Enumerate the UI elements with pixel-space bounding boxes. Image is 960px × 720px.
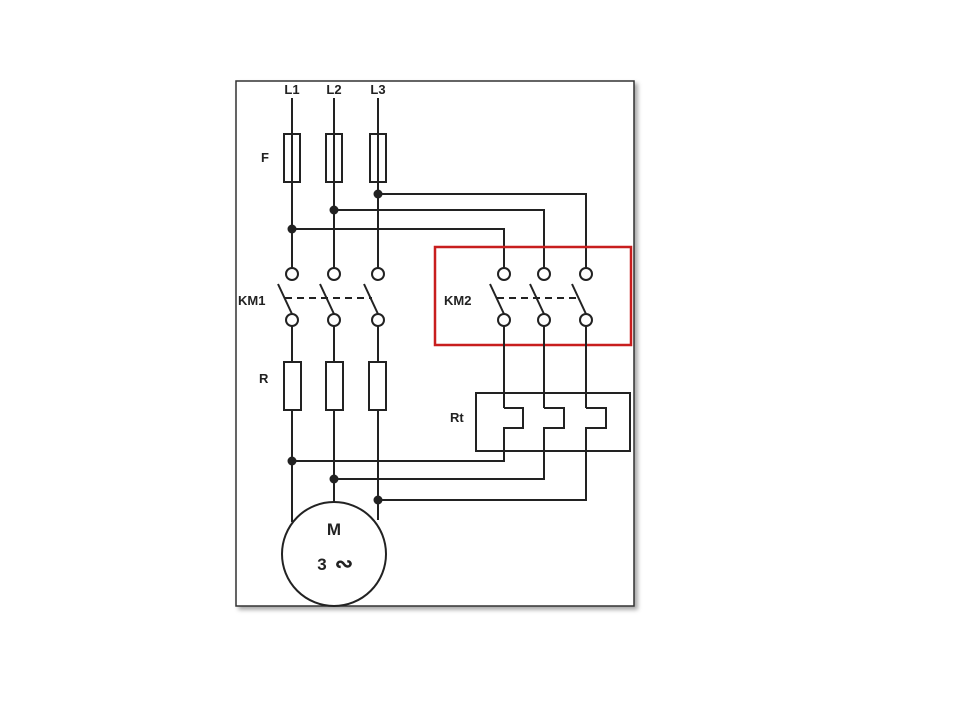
line-label-l2: L2	[326, 82, 341, 97]
line-label-l1: L1	[284, 82, 299, 97]
motor-circle	[281, 501, 387, 607]
fuse-label: F	[261, 150, 269, 165]
resistor-l1	[283, 361, 302, 411]
resistor-l2	[325, 361, 344, 411]
km2-to-relay-wires	[503, 326, 587, 408]
fuses	[283, 133, 387, 183]
resistors	[283, 361, 387, 411]
contactor-km2	[489, 267, 593, 327]
thermal-relay-label: Rt	[450, 410, 464, 425]
motor: M 3 ∾	[281, 501, 387, 607]
motor-phase-count: 3	[317, 555, 326, 574]
ac-symbol-icon: ∾	[335, 551, 353, 576]
supply-wires	[291, 98, 379, 134]
km2-label: KM2	[444, 293, 471, 308]
km1-label: KM1	[238, 293, 265, 308]
thermal-relay	[475, 392, 631, 452]
line-label-l3: L3	[370, 82, 385, 97]
motor-name: M	[327, 520, 341, 539]
km2-highlight-box	[433, 245, 633, 347]
resistor-l3	[368, 361, 387, 411]
contactor-km1	[277, 267, 385, 327]
branch-wires-to-km2	[287, 189, 587, 268]
km1-to-resistor-wires	[291, 326, 379, 362]
resistor-label: R	[259, 371, 269, 386]
relay-return-wires	[287, 452, 587, 505]
